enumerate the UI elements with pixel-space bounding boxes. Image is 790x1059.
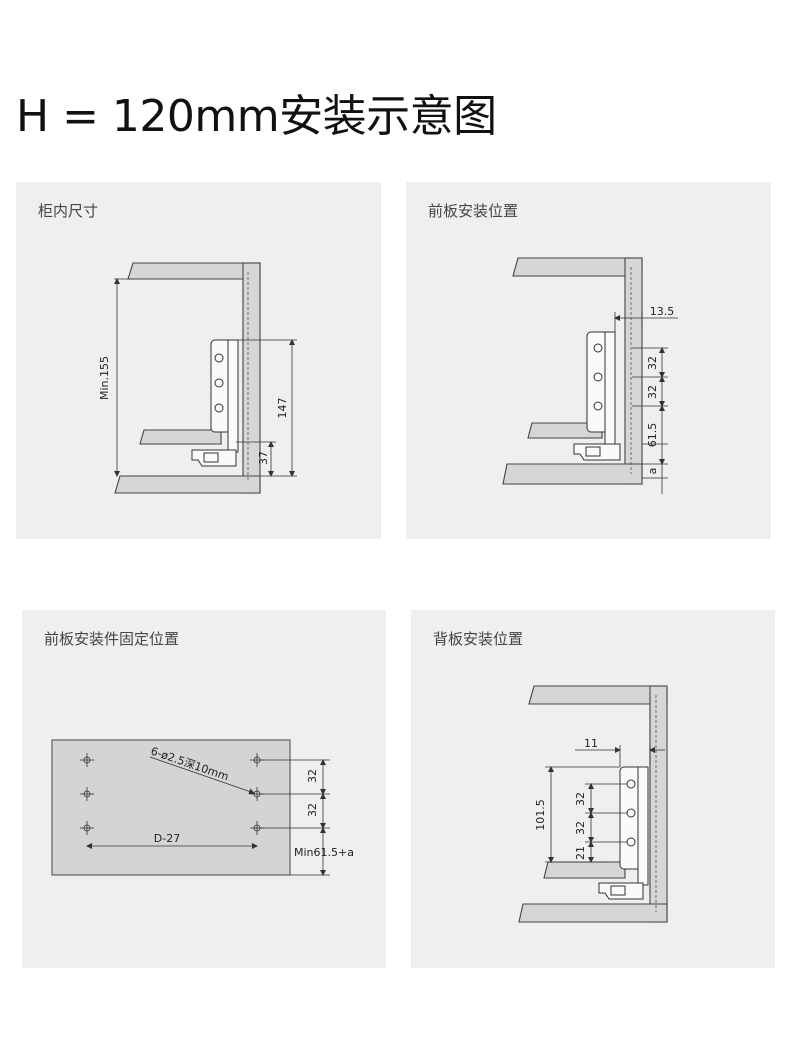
pitch-a-label: 32 xyxy=(574,792,587,806)
panel-title: 前板安装件固定位置 xyxy=(44,630,180,648)
panel-title: 前板安装位置 xyxy=(428,202,519,220)
drawer-bottom xyxy=(139,429,222,445)
front-panel-position-panel: 前板安装位置 13.5 32 32 xyxy=(406,182,771,539)
front-panel-board xyxy=(51,739,291,876)
rise-label: 61.5 xyxy=(646,423,659,448)
top-shelf xyxy=(512,257,643,277)
pitch-b-label: 32 xyxy=(574,821,587,835)
offset-label: 13.5 xyxy=(650,305,675,318)
top-shelf xyxy=(127,262,261,280)
front-panel-position-drawing: 13.5 32 32 61.5 a xyxy=(502,257,678,494)
min-height-label: Min.155 xyxy=(98,356,111,400)
offset-label: 11 xyxy=(584,737,598,750)
back-panel-position-panel: 背板安装位置 11 101.5 xyxy=(411,610,775,968)
bottom-label: 37 xyxy=(257,451,270,465)
pitch-b-label: 32 xyxy=(306,803,319,817)
bottom-shelf xyxy=(518,903,668,923)
front-fitting-position-drawing: 6-ø2.5深10mm D-27 32 32 Min61.5+a xyxy=(51,739,354,876)
height-label: 147 xyxy=(276,398,289,419)
drawer-bottom xyxy=(543,861,626,879)
front-fitting-position-panel: 前板安装件固定位置 6-ø2.5深10mm D-27 32 xyxy=(22,610,386,968)
bottom-label: 21 xyxy=(574,846,587,860)
cabinet-dimensions-drawing: Min.155 147 37 xyxy=(98,262,297,494)
width-label: D-27 xyxy=(154,832,180,845)
panel-title: 背板安装位置 xyxy=(433,630,524,648)
pitch-b-label: 32 xyxy=(646,385,659,399)
pitch-a-label: 32 xyxy=(306,769,319,783)
back-panel-position-drawing: 11 101.5 32 32 21 xyxy=(518,685,668,923)
pitch-a-label: 32 xyxy=(646,356,659,370)
panel-title: 柜内尺寸 xyxy=(38,202,99,220)
side-wall xyxy=(624,257,643,485)
page-title: H = 120mm安装示意图 xyxy=(16,91,497,142)
top-shelf xyxy=(528,685,668,705)
height-label: 101.5 xyxy=(534,799,547,831)
side-wall xyxy=(649,685,668,923)
min-label: Min61.5+a xyxy=(294,846,354,859)
drawer-bottom xyxy=(527,422,603,439)
bottom-shelf xyxy=(114,475,261,494)
a-label: a xyxy=(646,468,659,475)
bottom-shelf xyxy=(502,463,643,485)
cabinet-dimensions-panel: 柜内尺寸 Min.155 147 37 xyxy=(16,182,381,539)
